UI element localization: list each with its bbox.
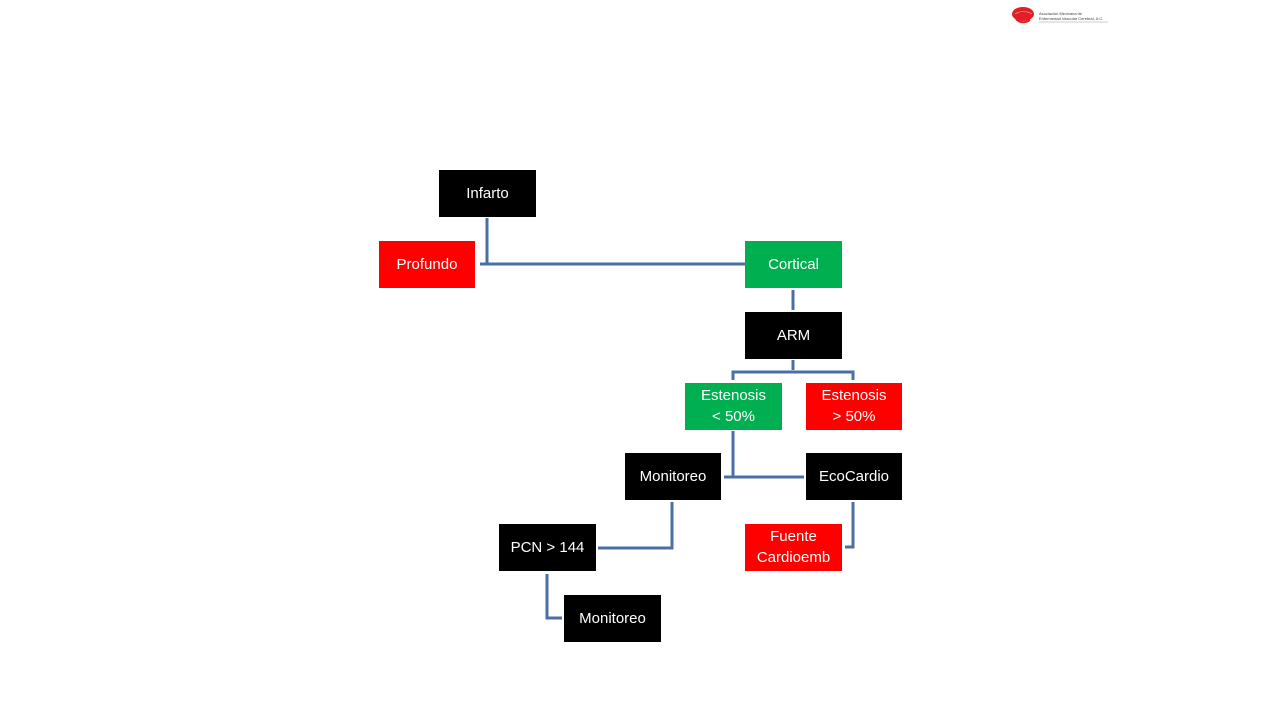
node-profundo: Profundo xyxy=(379,241,475,288)
node-pcn: PCN > 144 xyxy=(499,524,596,571)
node-cortical: Cortical xyxy=(745,241,842,288)
connector-monitoreo-pcn xyxy=(598,502,674,550)
node-monitoreo-1: Monitoreo xyxy=(625,453,721,500)
node-monitoreo-1-label: Monitoreo xyxy=(639,467,707,485)
node-estenosis-menor-line2: < 50% xyxy=(712,408,755,426)
node-profundo-label: Profundo xyxy=(396,255,458,273)
node-estenosis-menor: Estenosis < 50% xyxy=(685,383,782,430)
connector-infarto xyxy=(480,218,745,266)
node-infarto-label: Infarto xyxy=(466,184,509,202)
node-fuente-line2: Cardioemb xyxy=(756,549,831,567)
node-pcn-label: PCN > 144 xyxy=(510,538,585,556)
connector-arm-estenosis xyxy=(731,360,855,380)
brain-logo-icon xyxy=(1012,7,1108,24)
connector-ecocardio-fuente xyxy=(845,502,855,549)
logo-text: Asociación Mexicana de Enfermedad Vascul… xyxy=(1039,11,1103,21)
node-arm: ARM xyxy=(745,312,842,359)
node-arm-label: ARM xyxy=(776,326,811,344)
node-fuente: Fuente Cardioemb xyxy=(745,524,842,571)
node-infarto: Infarto xyxy=(439,170,536,217)
node-monitoreo-2: Monitoreo xyxy=(564,595,661,642)
node-estenosis-mayor-line1: Estenosis xyxy=(821,386,887,404)
logo-line-2: Enfermedad Vascular Cerebral, A.C. xyxy=(1039,16,1104,21)
node-estenosis-mayor: Estenosis > 50% xyxy=(806,383,902,430)
node-ecocardio-label: EcoCardio xyxy=(818,467,890,485)
node-fuente-line1: Fuente xyxy=(770,527,817,545)
node-ecocardio: EcoCardio xyxy=(806,453,902,500)
logo-line-1: Asociación Mexicana de xyxy=(1039,11,1083,16)
connector-pcn-monitoreo xyxy=(545,574,562,620)
connector-estenosis-monitoreo xyxy=(724,431,804,479)
node-estenosis-menor-line1: Estenosis xyxy=(700,386,767,404)
node-estenosis-mayor-line2: > 50% xyxy=(832,408,876,426)
node-cortical-label: Cortical xyxy=(768,255,819,273)
node-monitoreo-2-label: Monitoreo xyxy=(579,609,646,627)
